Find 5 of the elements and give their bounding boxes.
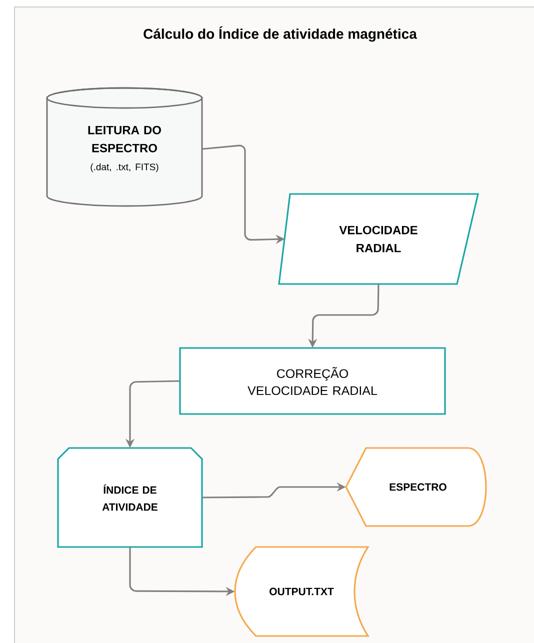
database-cylinder: LEITURA DO ESPECTRO (.dat, .txt, FITS) bbox=[46, 87, 203, 207]
process-box: ÍNDICE DE ATIVIDADE bbox=[57, 447, 203, 548]
title: Cálculo do Índice de atividade magnética bbox=[144, 26, 417, 42]
process-box: CORREÇÃO VELOCIDADE RADIAL bbox=[179, 347, 446, 415]
data-parallelogram: VELOCIDADE RADIAL bbox=[278, 193, 479, 285]
